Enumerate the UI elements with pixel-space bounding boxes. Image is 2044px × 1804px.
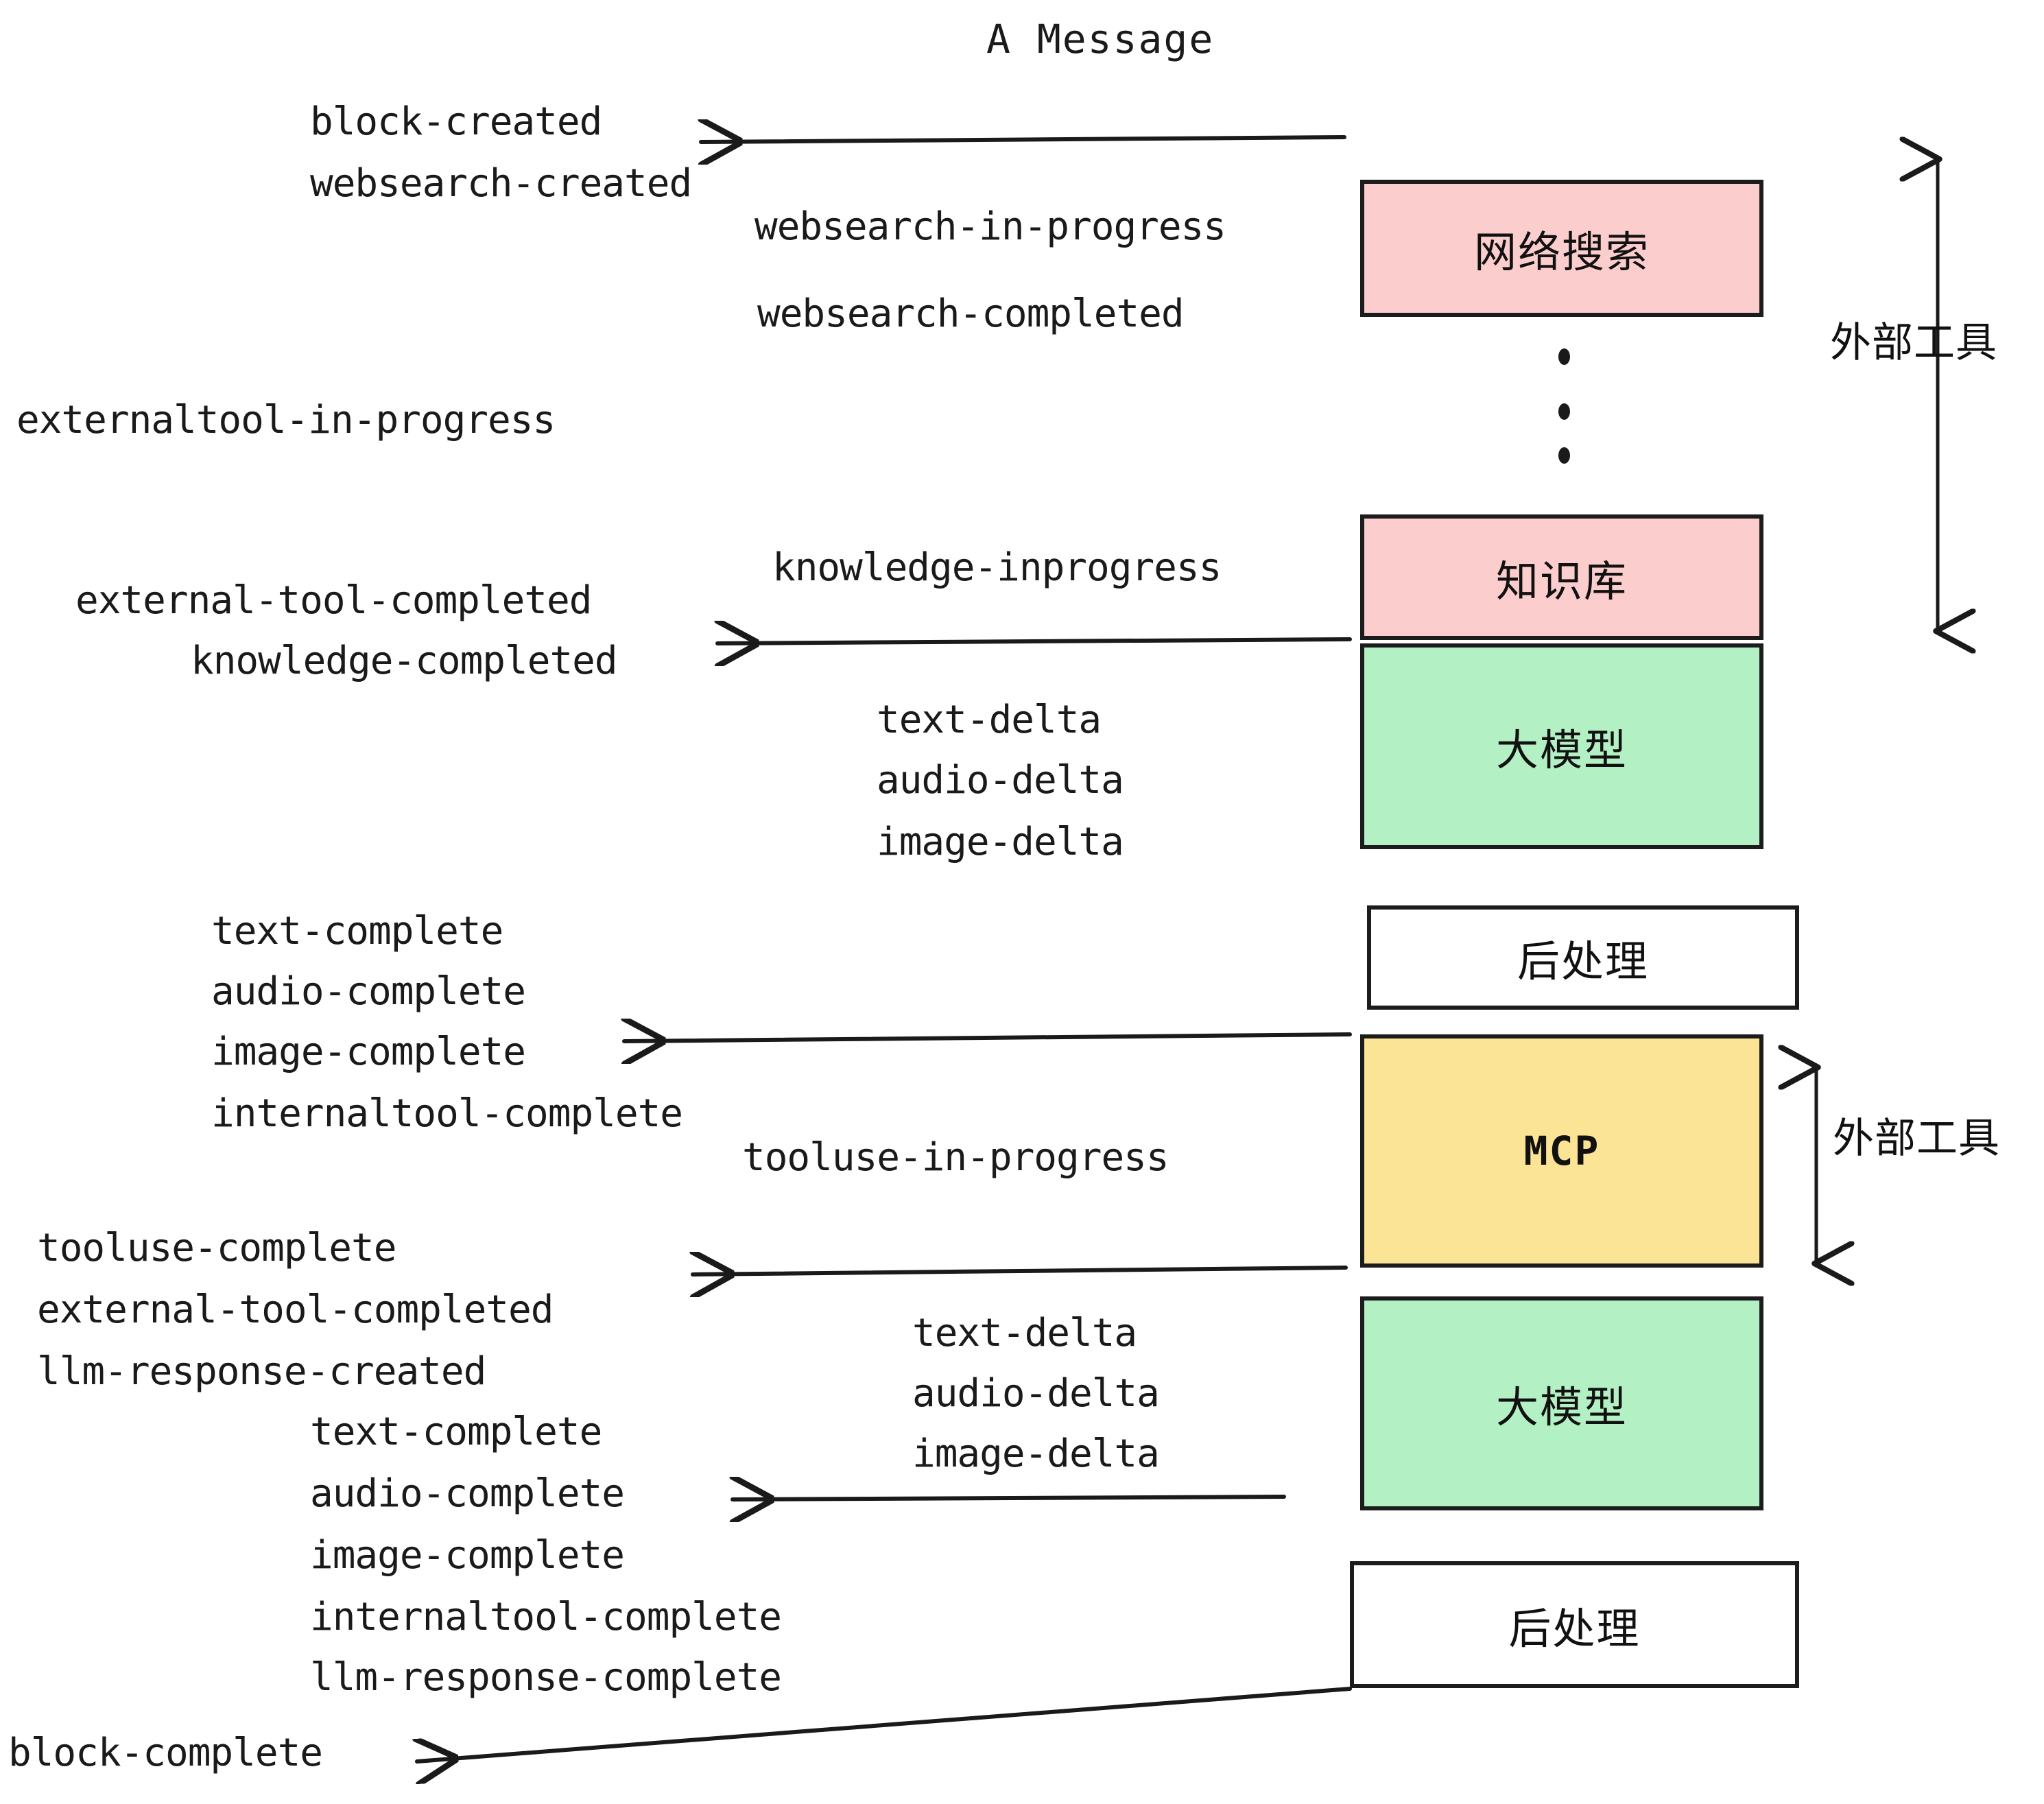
event-text-complete-1: text-complete (211, 909, 503, 953)
event-external-tool-completed-2: external-tool-completed (37, 1287, 554, 1332)
side-label-external-tools-lower: 外部工具 (1833, 1115, 2000, 1163)
event-llm-response-complete: llm-response-complete (310, 1655, 782, 1700)
event-audio-complete-1: audio-complete (211, 969, 526, 1014)
event-audio-complete-2: audio-complete (310, 1471, 625, 1516)
event-image-delta-1: image-delta (877, 820, 1124, 864)
box-label-knowledge: 知识库 (1495, 556, 1628, 606)
event-block-created: block-created (310, 99, 602, 144)
event-image-complete-2: image-complete (310, 1533, 625, 1578)
event-text-delta-2: text-delta (912, 1311, 1137, 1355)
event-websearch-completed: websearch-completed (757, 292, 1185, 336)
event-block-complete: block-complete (8, 1731, 323, 1775)
page-title: A Message (986, 16, 1215, 62)
side-label-external-tools-upper: 外部工具 (1830, 319, 1997, 367)
ellipsis-dot-1 (1558, 348, 1570, 365)
box-label-llm-bottom: 大模型 (1495, 1382, 1628, 1432)
event-websearch-in-progress: websearch-in-progress (754, 204, 1226, 249)
box-llm-bottom: 大模型 (1360, 1296, 1763, 1510)
box-label-llm-top: 大模型 (1495, 725, 1628, 775)
arrow-audio-complete (733, 1497, 1286, 1499)
event-tooluse-in-progress: tooluse-in-progress (742, 1135, 1169, 1180)
box-label-post-top: 后处理 (1517, 936, 1649, 986)
box-websearch: 网络搜索 (1360, 180, 1763, 317)
event-internaltool-complete-1: internaltool-complete (211, 1091, 683, 1136)
event-external-tool-completed-1: external-tool-completed (75, 578, 592, 623)
event-audio-delta-1: audio-delta (877, 758, 1124, 803)
box-label-post-bottom: 后处理 (1508, 1603, 1641, 1654)
arrow-tooluse-complete (693, 1268, 1348, 1274)
arrow-block-created (701, 137, 1346, 142)
event-audio-delta-2: audio-delta (912, 1371, 1160, 1416)
event-knowledge-inprogress: knowledge-inprogress (772, 545, 1222, 590)
ellipsis-dot-2 (1558, 403, 1570, 420)
box-post-bottom: 后处理 (1350, 1561, 1799, 1688)
event-knowledge-completed: knowledge-completed (191, 639, 618, 683)
arrow-image-complete (624, 1034, 1352, 1041)
box-llm-top: 大模型 (1360, 643, 1763, 849)
box-post-top: 后处理 (1367, 905, 1799, 1010)
box-mcp: MCP (1360, 1034, 1763, 1268)
event-websearch-created: websearch-created (310, 161, 692, 206)
event-text-complete-2: text-complete (310, 1410, 602, 1454)
arrow-knowledge-completed (717, 639, 1352, 643)
event-internaltool-complete-2: internaltool-complete (310, 1595, 782, 1639)
event-llm-response-created: llm-response-created (37, 1349, 486, 1394)
box-label-mcp: MCP (1523, 1128, 1600, 1174)
event-tooluse-complete: tooluse-complete (37, 1226, 396, 1270)
event-image-complete-1: image-complete (211, 1030, 526, 1074)
box-knowledge: 知识库 (1360, 514, 1763, 640)
event-externaltool-in-progress: externaltool-in-progress (16, 398, 556, 442)
event-text-delta-1: text-delta (877, 698, 1102, 742)
ellipsis-dot-3 (1558, 447, 1570, 464)
event-image-delta-2: image-delta (912, 1432, 1160, 1476)
box-label-websearch: 网络搜索 (1473, 227, 1650, 277)
